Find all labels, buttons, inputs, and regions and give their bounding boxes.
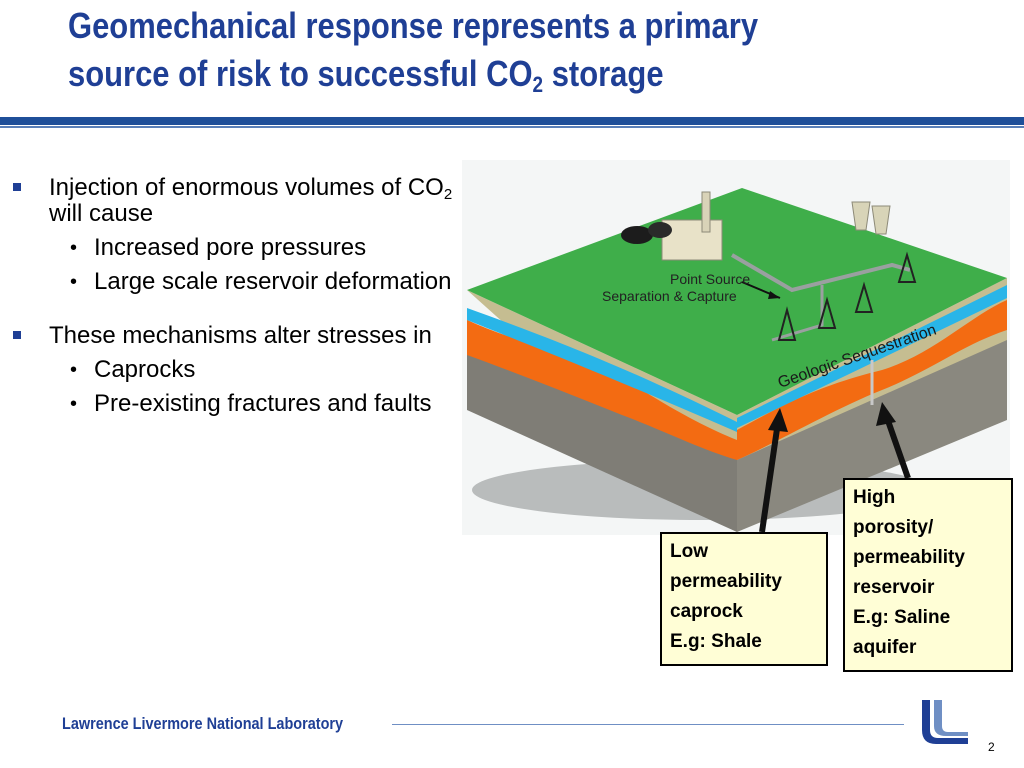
low-perm-arrow-head [768, 408, 788, 432]
sub-bullet-text: Pre-existing fractures and faults [94, 390, 432, 417]
page-number: 2 [988, 740, 995, 754]
llnl-logo-svg [922, 700, 968, 744]
sub-bullet-item: • Pre-existing fractures and faults [10, 391, 460, 417]
front-orange-layer [467, 320, 737, 460]
sub-bullet-item: • Caprocks [10, 357, 460, 383]
callout-high-line: reservoir [853, 577, 935, 598]
square-bullet-icon [13, 331, 21, 339]
front-blue-layer [467, 308, 737, 432]
cooling-tower [851, 201, 871, 231]
llnl-logo-icon [918, 698, 972, 751]
callout-high-line: aquifer [853, 637, 917, 658]
square-bullet-icon [13, 183, 21, 191]
callout-low-line: Low [670, 541, 708, 562]
title-line-2-end: storage [543, 53, 664, 94]
slide-title: Geomechanical response represents a prim… [68, 2, 876, 98]
callout-low-line: caprock [670, 601, 743, 622]
title-rule-thin [0, 126, 1024, 128]
callout-high-line: E.g: Saline [853, 607, 951, 628]
bullet-item: These mechanisms alter stresses in [10, 323, 460, 349]
coal-pile [648, 222, 672, 238]
callout-low-permeability: Low permeability caprock E.g: Shale [660, 532, 828, 666]
smokestack [701, 191, 711, 233]
derrick-icon [897, 251, 917, 283]
title-line-1: Geomechanical response represents a prim… [68, 5, 759, 46]
dot-bullet-icon: • [70, 359, 78, 381]
title-line-2: source of risk to successful CO2 storage [68, 50, 876, 98]
cooling-tower [871, 205, 891, 235]
derrick-icon [854, 281, 874, 313]
derrick-icon [777, 306, 797, 341]
bullet-list: Injection of enormous volumes of CO2 wil… [10, 175, 460, 445]
right-blue-layer [737, 285, 1007, 428]
bullet-text-end: will cause [49, 200, 154, 227]
block-diagram-svg: Point Source Separation & Capture Geolog… [467, 188, 1007, 533]
sub-bullet-item: • Large scale reservoir deformation [10, 269, 460, 295]
sub-bullet-text: Caprocks [94, 356, 196, 383]
callout-high-line: permeability [853, 547, 965, 568]
sub-bullet-text: Large scale reservoir deformation [94, 268, 452, 295]
bullet-text: Injection of enormous volumes of CO [49, 174, 444, 201]
dot-bullet-icon: • [70, 271, 78, 293]
power-plant [661, 219, 723, 261]
logo-mark-inner [934, 700, 968, 736]
footer-rule [392, 724, 904, 725]
high-perm-arrow-line [883, 414, 911, 479]
bullet-item: Injection of enormous volumes of CO2 wil… [10, 175, 460, 227]
surface-green [467, 188, 1007, 415]
title-rule [0, 117, 1024, 125]
callout-high-line: porosity/ [853, 517, 934, 538]
bullet-group-2: These mechanisms alter stresses in • Capr… [10, 323, 460, 417]
arrow-head [768, 291, 780, 299]
high-perm-arrow-head [876, 402, 896, 426]
sub-bullet-text: Increased pore pressures [94, 234, 367, 261]
dot-bullet-icon: • [70, 237, 78, 259]
callout-low-line: E.g: Shale [670, 631, 762, 652]
point-source-label-1: Point Source [670, 271, 750, 287]
callout-high-line: High [853, 487, 896, 508]
dot-bullet-icon: • [70, 393, 78, 415]
title-line-2-text: source of risk to successful CO [68, 53, 533, 94]
right-bottom-layer [737, 340, 1007, 532]
coal-pile [621, 226, 653, 244]
bullet-text: These mechanisms alter stresses in [49, 322, 432, 349]
title-subscript: 2 [532, 72, 544, 97]
low-perm-arrow-line [759, 421, 781, 533]
bullet-group-1: Injection of enormous volumes of CO2 wil… [10, 175, 460, 295]
derrick-icon [817, 296, 837, 329]
pipeline [730, 253, 911, 293]
sub-bullet-item: • Increased pore pressures [10, 235, 460, 261]
footer-organization: Lawrence Livermore National Laboratory [62, 714, 344, 733]
callout-low-line: permeability [670, 571, 782, 592]
logo-mark-outer [922, 700, 968, 744]
geologic-sequestration-illustration: Point Source Separation & Capture Geolog… [462, 160, 1010, 535]
callout-high-porosity: High porosity/ permeability reservoir E.… [843, 478, 1013, 672]
pipeline-branch [771, 285, 824, 342]
point-source-label-2: Separation & Capture [602, 288, 737, 304]
bullet-subscript: 2 [443, 186, 453, 203]
